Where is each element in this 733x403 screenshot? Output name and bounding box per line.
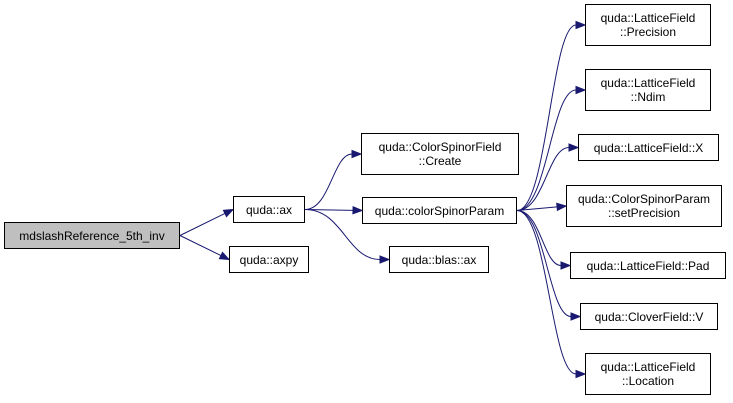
node-label: quda::colorSpinorParam — [374, 203, 505, 218]
node-quda-axpy[interactable]: quda::axpy — [229, 246, 309, 273]
node-label: mdslashReference_5th_inv — [19, 228, 165, 243]
node-label-line-1: quda::ColorSpinorParam — [577, 192, 711, 206]
node-label: quda::ax — [245, 202, 293, 217]
node-label-line-1: quda::LatticeField — [600, 360, 696, 374]
edge-ax-to-csf_create — [304, 153, 353, 210]
node-label: quda::CloverField::V — [594, 309, 704, 324]
node-label-line-1: quda::ColorSpinorField — [378, 140, 502, 154]
node-quda-blas-ax[interactable]: quda::blas::ax — [389, 246, 489, 273]
node-quda-colorspinorparam[interactable]: quda::colorSpinorParam — [362, 197, 517, 224]
edge-ax-to-csp — [304, 209, 354, 211]
node-label: quda::LatticeField::Pad — [586, 258, 710, 273]
node-quda-latticefield-ndim[interactable]: quda::LatticeField ::Ndim — [585, 69, 711, 111]
edge-arrowhead — [560, 261, 572, 270]
edge-arrowhead — [222, 208, 235, 218]
edge-csp-to-lf_precision — [516, 24, 577, 211]
node-label: quda::blas::ax — [401, 252, 477, 267]
node-quda-ax[interactable]: quda::ax — [233, 196, 305, 223]
node-label-line-2: ::Precision — [619, 25, 677, 39]
node-label-line-1: quda::LatticeField — [600, 11, 696, 25]
node-label-line-2: ::Location — [621, 374, 675, 388]
edge-arrowhead — [570, 312, 582, 321]
edge-csp-to-lf_x — [516, 147, 570, 211]
node-quda-cloverfield-v[interactable]: quda::CloverField::V — [580, 303, 718, 330]
node-label-line-1: quda::LatticeField — [600, 76, 696, 90]
edge-arrowhead — [575, 20, 587, 30]
edge-arrowhead — [575, 369, 587, 379]
edge-csp-to-cf_v — [516, 210, 572, 317]
node-label-line-2: ::setPrecision — [607, 206, 681, 220]
node-quda-latticefield-precision[interactable]: quda::LatticeField ::Precision — [585, 4, 711, 46]
edge-root-to-ax — [179, 213, 226, 236]
node-label: quda::axpy — [239, 252, 299, 267]
edge-csp-to-lf_ndim — [516, 89, 577, 211]
edge-arrowhead — [218, 251, 231, 261]
edge-arrowhead — [351, 149, 363, 159]
edge-arrowhead — [352, 206, 364, 215]
edge-root-to-axpy — [179, 235, 222, 256]
edge-arrowhead — [575, 85, 587, 95]
edge-ax-to-blas_ax — [304, 209, 381, 260]
node-label-line-2: ::Ndim — [630, 90, 666, 104]
node-quda-colorspinorfield-create[interactable]: quda::ColorSpinorField ::Create — [361, 133, 519, 175]
edge-arrowhead — [568, 143, 580, 152]
node-quda-latticefield-x[interactable]: quda::LatticeField::X — [578, 134, 719, 161]
node-quda-latticefield-location[interactable]: quda::LatticeField ::Location — [585, 353, 711, 395]
edge-csp-to-csp_setprecision — [516, 206, 558, 211]
node-quda-latticefield-pad[interactable]: quda::LatticeField::Pad — [570, 252, 726, 279]
edge-csp-to-lf_location — [516, 210, 577, 375]
node-mdslashreference-5th-inv: mdslashReference_5th_inv — [4, 222, 180, 249]
node-label-line-2: ::Create — [418, 154, 462, 168]
node-label: quda::LatticeField::X — [593, 140, 704, 155]
edge-arrowhead — [379, 255, 391, 264]
node-quda-colorspinorparam-setprecision[interactable]: quda::ColorSpinorParam ::setPrecision — [566, 185, 722, 227]
edge-arrowhead — [556, 202, 568, 212]
